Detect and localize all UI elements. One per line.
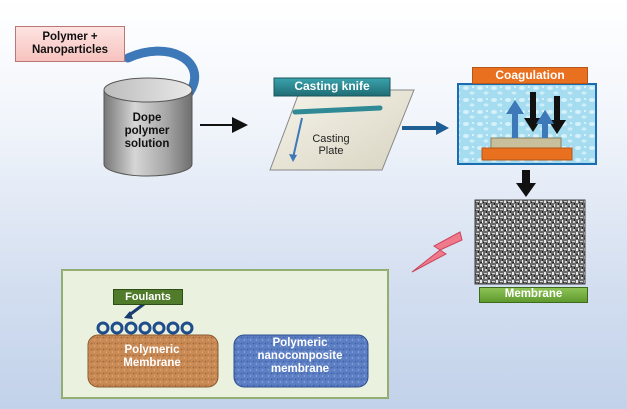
membrane-line: Membrane	[123, 357, 181, 370]
polymeric-membrane-block	[87, 334, 219, 388]
polymeric-line: Polymeric	[272, 337, 328, 349]
casting-plate	[269, 89, 415, 171]
casting-knife-bar	[273, 77, 391, 97]
nanocomposite-membrane-block	[233, 334, 369, 388]
right-arrow-icon	[402, 121, 449, 135]
casting-knife-label: Casting knife	[294, 79, 370, 94]
foulants-label: Foulants	[113, 289, 183, 305]
nanoparticles-line: Nanoparticles	[31, 44, 109, 56]
membrane-label: Membrane	[479, 287, 588, 303]
coagulation-bath	[457, 83, 597, 165]
casting-line: Casting	[312, 133, 350, 145]
dope-line: Dope	[132, 112, 162, 124]
polymer-line: polymer	[124, 125, 170, 138]
solution-line: solution	[124, 138, 170, 151]
dope-solution-label: Dope polymer solution	[112, 112, 182, 152]
polymer-line: Polymer +	[42, 30, 98, 43]
casting-plate-label: Casting Plate	[296, 133, 366, 157]
polymeric-line: Polymeric	[124, 344, 180, 356]
foulant-particles	[96, 321, 194, 335]
nanocomposite-line: nanocomposite	[257, 350, 343, 363]
down-arrow-icon	[516, 170, 536, 197]
dope-cylinder	[103, 77, 193, 177]
polymer-nanoparticles-box: Polymer + Nanoparticles	[15, 26, 125, 62]
polymeric-membrane-label: Polymeric Membrane	[92, 344, 212, 370]
plate-line: Plate	[318, 145, 344, 157]
membrane-line: membrane	[270, 363, 330, 376]
nanocomposite-membrane-label: Polymeric nanocomposite membrane	[236, 337, 364, 377]
lightning-bolt-icon	[411, 231, 463, 273]
membrane-sem-image	[474, 199, 586, 285]
coagulation-label: Coagulation	[472, 67, 588, 84]
